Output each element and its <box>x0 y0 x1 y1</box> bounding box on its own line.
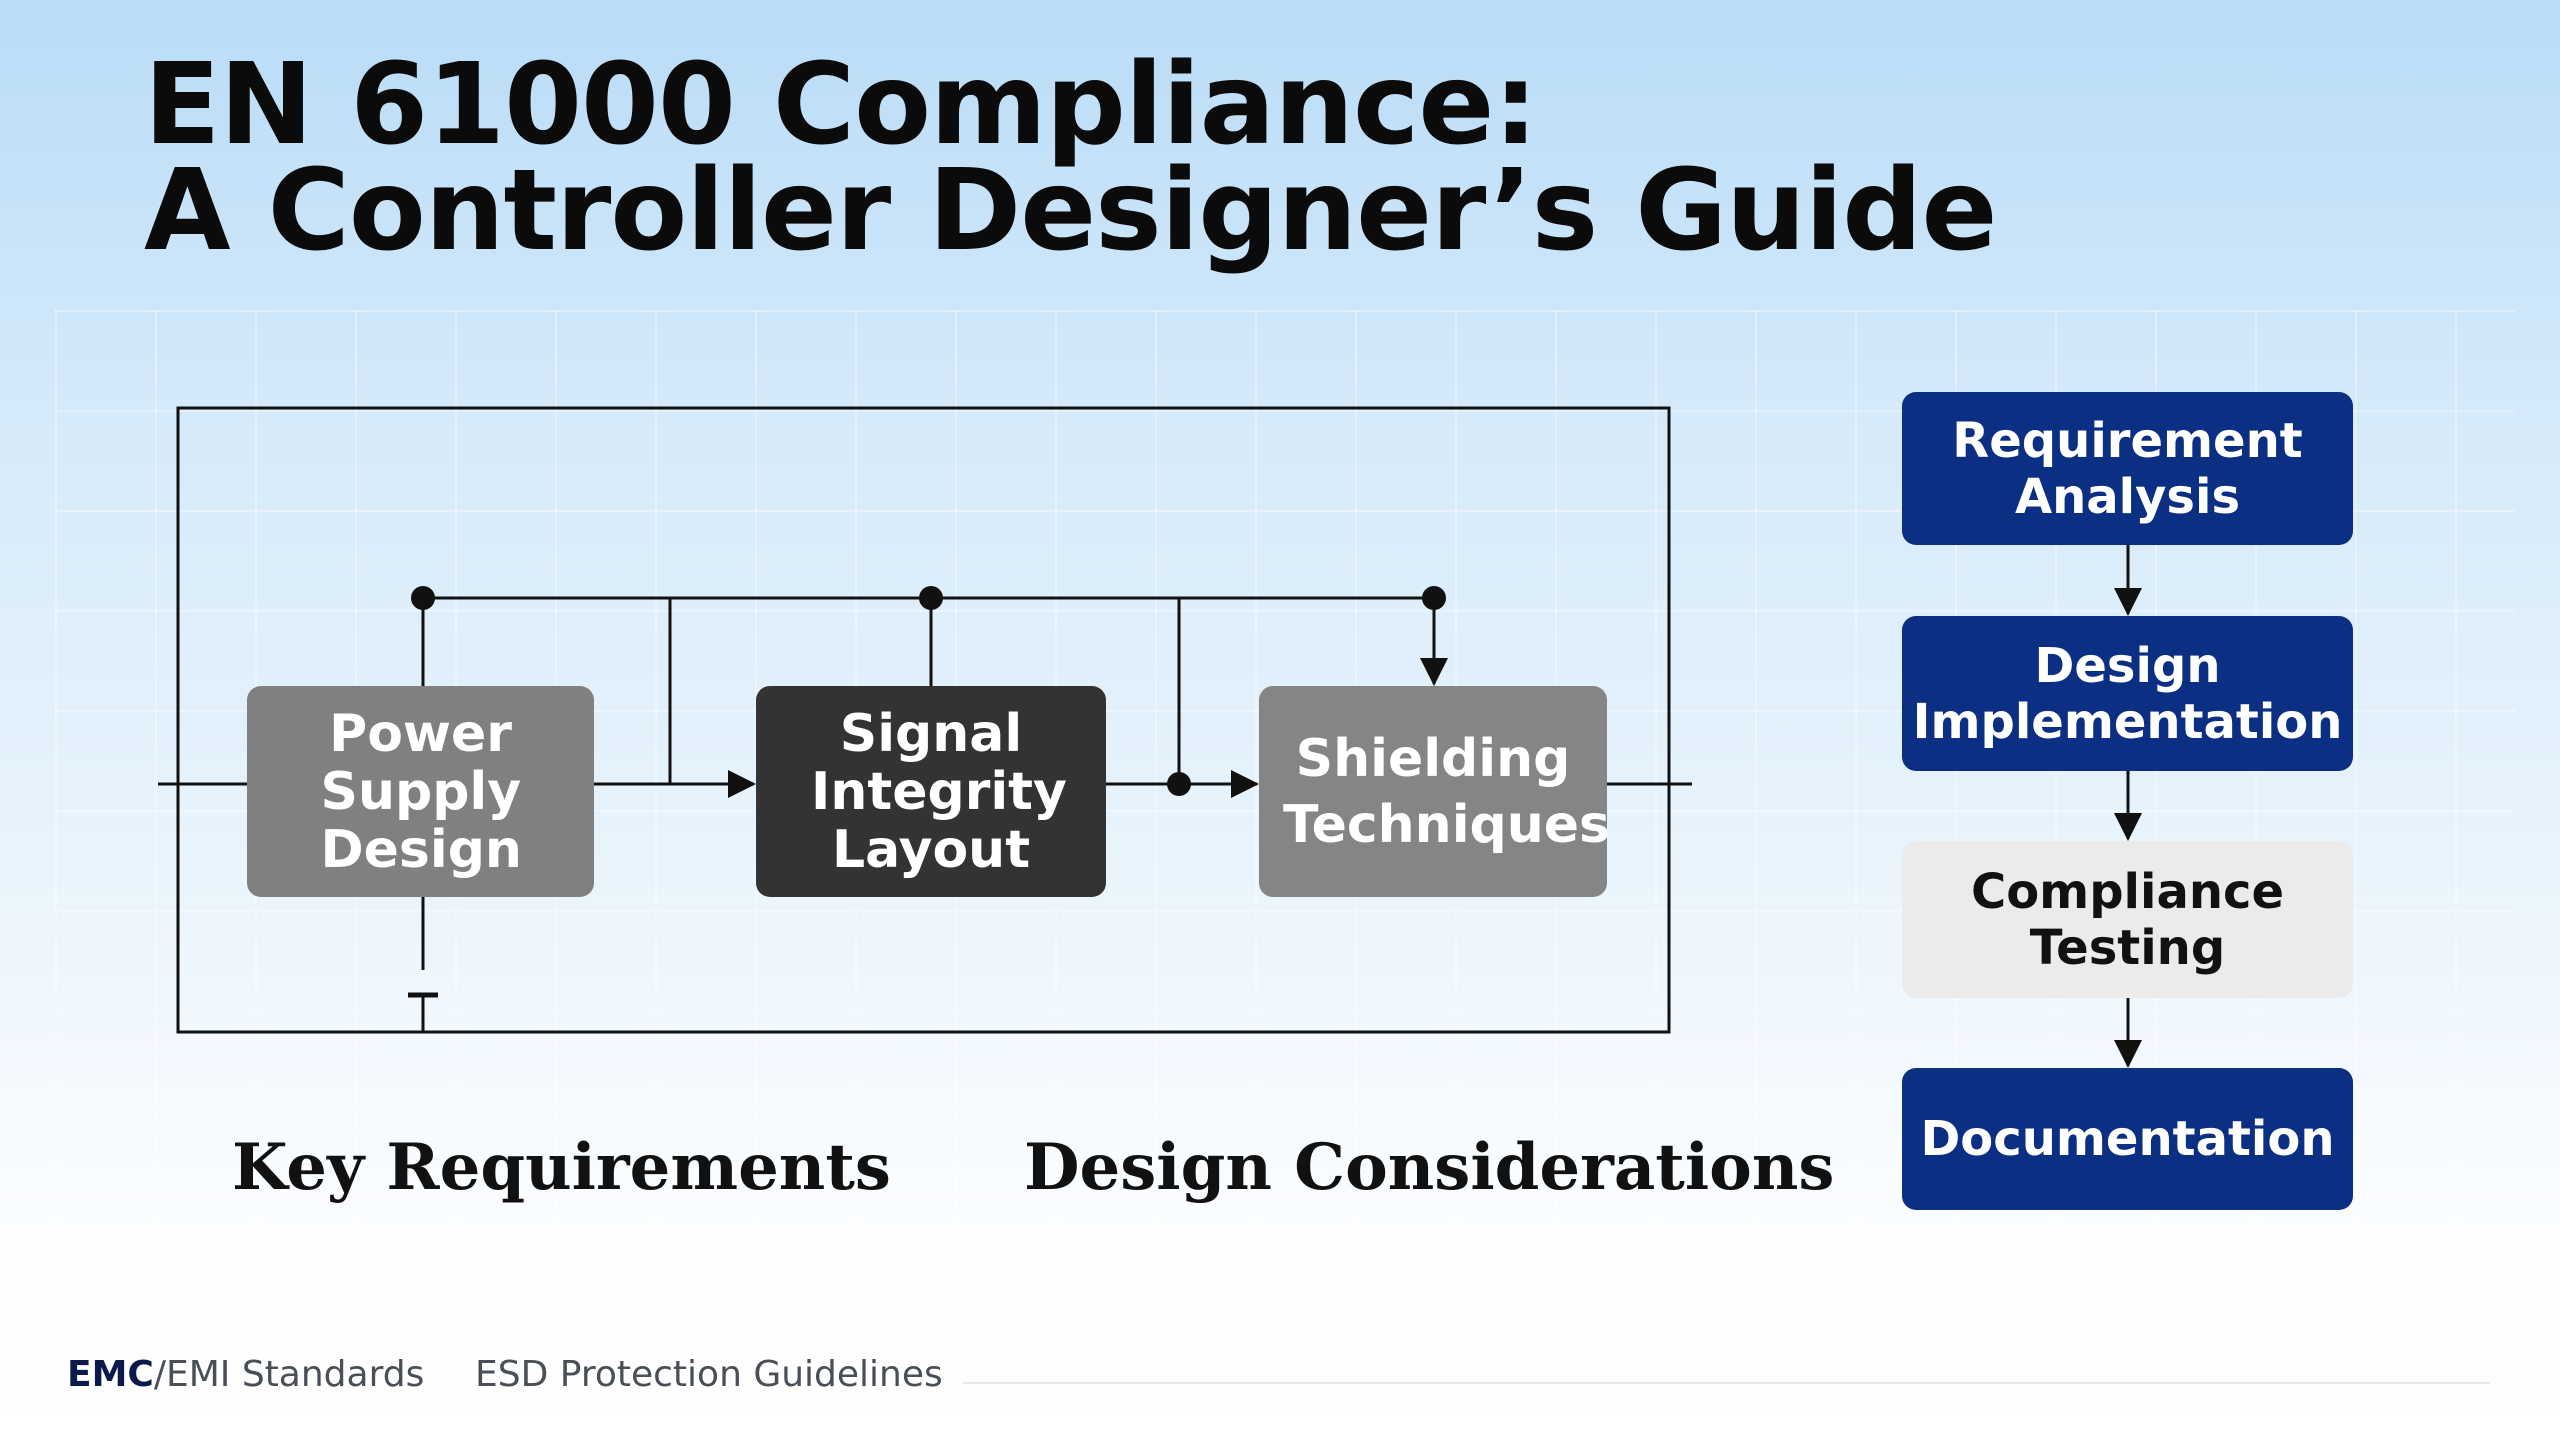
junction-dot <box>1167 772 1191 796</box>
junction-dot <box>919 586 943 610</box>
flow-step-requirement-analysis: Requirement Analysis <box>1902 392 2353 545</box>
block-signal-integrity-layout: Signal Integrity Layout <box>756 686 1106 897</box>
outer-loop <box>176 406 1671 1034</box>
junction-dot <box>411 586 435 610</box>
block-power-supply-design: Power Supply Design <box>247 686 594 897</box>
title-line-2: A Controller Designer’s Guide <box>144 146 1997 276</box>
design-considerations-heading: Design Considerations <box>1024 1130 1835 1205</box>
block-label: Power Supply Design <box>320 703 522 880</box>
block-label: Signal Integrity Layout <box>811 703 1067 880</box>
junction-dot <box>1422 586 1446 610</box>
footer-divider <box>963 1382 2490 1384</box>
key-requirements-heading: Key Requirements <box>232 1130 891 1205</box>
page-title: EN 61000 Compliance: A Controller Design… <box>144 40 1997 276</box>
flow-step-design-implementation: Design Implementation <box>1902 616 2353 771</box>
emi-label: /EMI Standards <box>153 1354 425 1395</box>
block-label: Shielding Techniques <box>1283 728 1610 855</box>
footer-esd-guidelines: ESD Protection Guidelines <box>475 1354 943 1395</box>
flow-step-documentation: Documentation <box>1902 1068 2353 1210</box>
emc-label: EMC <box>67 1354 154 1395</box>
flow-step-compliance-testing: Compliance Testing <box>1902 841 2353 998</box>
block-shielding-techniques: Shielding Techniques <box>1259 686 1610 897</box>
title-line-1: EN 61000 Compliance: <box>144 40 1538 170</box>
footer-emc-emi-standards: EMC/EMI Standards <box>67 1354 424 1395</box>
